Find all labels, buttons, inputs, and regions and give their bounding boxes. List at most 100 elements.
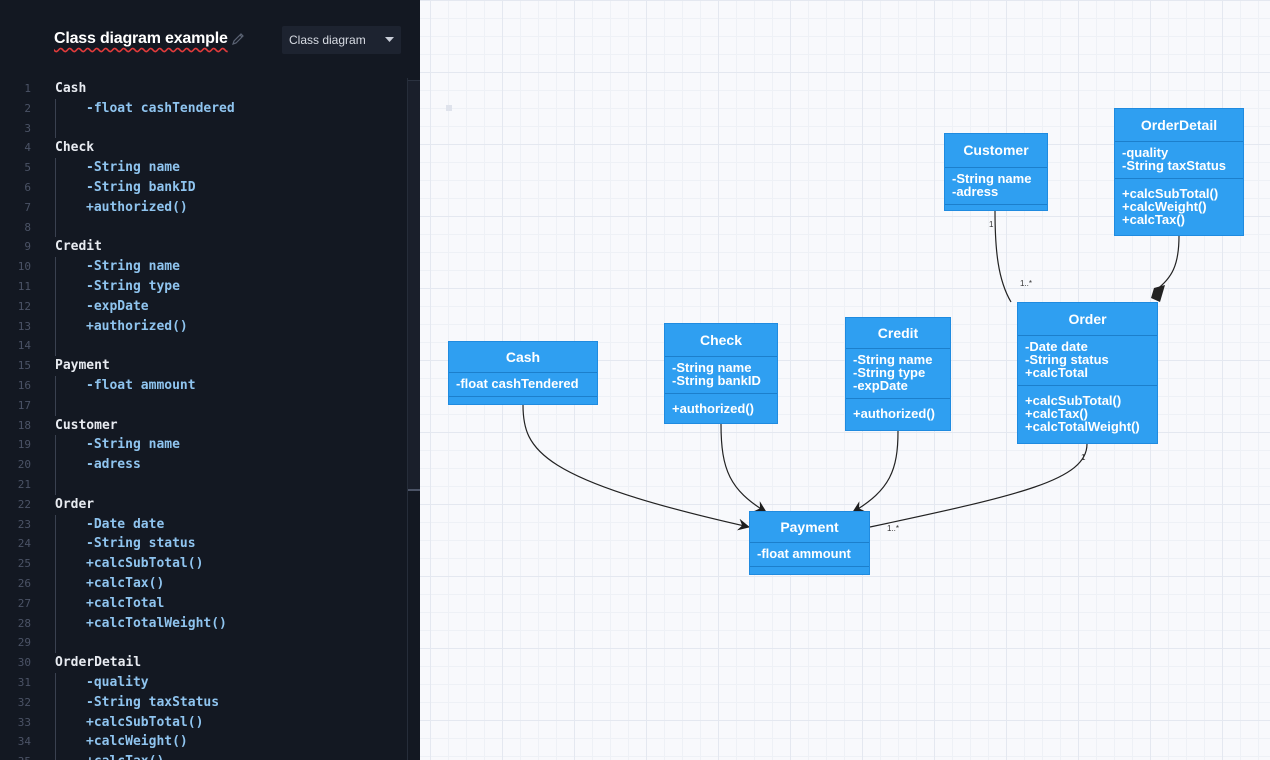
- line-number: 12: [17, 299, 31, 313]
- line-number: 33: [17, 715, 31, 729]
- code-line[interactable]: 7 +authorized(): [0, 198, 407, 218]
- code-line[interactable]: 5-String name: [0, 158, 407, 178]
- edge-cash-payment: [522, 404, 750, 531]
- code-line[interactable]: 3: [0, 119, 407, 139]
- methods-section: [750, 566, 869, 574]
- code-line[interactable]: 12-expDate: [0, 297, 407, 317]
- code-line[interactable]: 25+calcSubTotal(): [0, 554, 407, 574]
- attribute: -Date date: [1025, 339, 1088, 354]
- line-number: 26: [17, 577, 31, 590]
- code-line[interactable]: 35+calcTax(): [0, 752, 407, 760]
- line-number: 11: [17, 280, 31, 293]
- member-text: +calcTax(): [86, 752, 164, 760]
- diagram-type-select[interactable]: Class diagram: [282, 26, 401, 54]
- code-line[interactable]: 31-quality: [0, 673, 407, 693]
- member-text: -String name: [86, 437, 180, 453]
- class-title: Payment: [780, 519, 839, 535]
- edge-check-payment: [720, 423, 767, 513]
- line-number: 10: [17, 260, 31, 274]
- member-text: -String status: [86, 536, 196, 552]
- code-line[interactable]: 27+calcTotal: [0, 594, 407, 614]
- attribute: -float cashTendered: [456, 376, 579, 391]
- line-number: 24: [17, 537, 31, 551]
- editor-scrollbar-thumb[interactable]: [408, 80, 420, 490]
- class-box-check[interactable]: Check-String name-String bankID+authoriz…: [664, 323, 778, 424]
- multiplicity-order-customer: 1..*: [1020, 279, 1033, 288]
- method: +calcTax(): [1122, 212, 1185, 227]
- code-line[interactable]: 26+calcTax(): [0, 574, 407, 594]
- member-text: +calcSubTotal(): [86, 714, 204, 730]
- line-number: 15: [17, 359, 31, 373]
- code-line[interactable]: 28+calcTotalWeight(): [0, 614, 407, 634]
- code-line[interactable]: 17: [0, 396, 407, 416]
- code-line[interactable]: 20-adress: [0, 455, 407, 475]
- code-line[interactable]: 14: [0, 336, 407, 356]
- class-name-text: Customer: [55, 417, 118, 433]
- line-number: 3: [24, 121, 31, 135]
- code-line[interactable]: 32-String taxStatus: [0, 693, 407, 713]
- member-text: -String taxStatus: [86, 694, 220, 710]
- class-box-customer[interactable]: Customer-String name-adress: [944, 133, 1048, 211]
- class-box-cash[interactable]: Cash -float cashTendered: [448, 341, 598, 405]
- code-line[interactable]: 33 +calcSubTotal(): [0, 713, 407, 733]
- code-line[interactable]: 29: [0, 633, 407, 653]
- attribute: -float ammount: [757, 546, 851, 561]
- member-text: -float ammount: [86, 378, 196, 393]
- code-line[interactable]: 19 -String name: [0, 435, 407, 455]
- member-text: -String name: [86, 259, 180, 275]
- line-number: 7: [24, 200, 31, 214]
- code-line[interactable]: 2-float cashTendered: [0, 99, 407, 119]
- attribute: -adress: [952, 184, 999, 199]
- line-number: 23: [17, 517, 31, 531]
- member-text: +calcWeight(): [86, 734, 188, 750]
- method: +calcTax(): [1025, 406, 1088, 421]
- indent-guide: [55, 435, 56, 495]
- code-line[interactable]: 13+authorized(): [0, 317, 407, 337]
- code-line[interactable]: 21: [0, 475, 407, 495]
- member-text: +calcTotal: [86, 595, 165, 611]
- attributes-section: -float cashTendered: [449, 372, 597, 396]
- indent-guide: [55, 257, 56, 357]
- line-number: 22: [17, 497, 31, 511]
- pencil-icon[interactable]: [231, 32, 245, 46]
- class-title: OrderDetail: [1140, 117, 1218, 133]
- line-number: 34: [17, 735, 31, 749]
- code-line[interactable]: 34 +calcWeight(): [0, 732, 407, 752]
- attributes-section: -float ammount: [750, 542, 869, 566]
- indent-guide: [55, 673, 56, 760]
- line-number: 13: [17, 319, 31, 333]
- methods-section: [449, 396, 597, 404]
- line-number: 30: [17, 656, 31, 670]
- methods-section: +authorized(): [665, 393, 777, 419]
- class-box-credit[interactable]: Credit-String name-String type-expDate+a…: [845, 317, 951, 431]
- code-line[interactable]: 11-String type: [0, 277, 407, 297]
- code-line[interactable]: 6-String bankID: [0, 178, 407, 198]
- class-box-order[interactable]: Order-Date date-String status+calcTotal+…: [1017, 302, 1158, 444]
- class-box-payment[interactable]: Payment -float ammount: [749, 511, 870, 575]
- code-line[interactable]: 23-Date date: [0, 515, 407, 535]
- line-number: 19: [17, 438, 31, 452]
- code-line[interactable]: 8: [0, 218, 407, 238]
- code-line[interactable]: 10 -String name: [0, 257, 407, 277]
- code-line[interactable]: 16-float ammount: [0, 376, 407, 396]
- methods-section: +authorized(): [846, 398, 950, 424]
- line-number: 5: [24, 161, 31, 175]
- code-line[interactable]: 24 -String status: [0, 534, 407, 554]
- class-box-orderdetail[interactable]: OrderDetail -quality-String taxStatus +cal…: [1114, 108, 1244, 236]
- document-title[interactable]: Class diagram example: [54, 30, 228, 47]
- diagram-edges: [522, 210, 1180, 531]
- line-number: 4: [24, 141, 31, 155]
- class-title: Cash: [505, 349, 541, 365]
- class-title: Customer: [963, 142, 1029, 158]
- attributes-section: -quality-String taxStatus: [1115, 141, 1243, 178]
- member-text: +authorized(): [86, 199, 188, 215]
